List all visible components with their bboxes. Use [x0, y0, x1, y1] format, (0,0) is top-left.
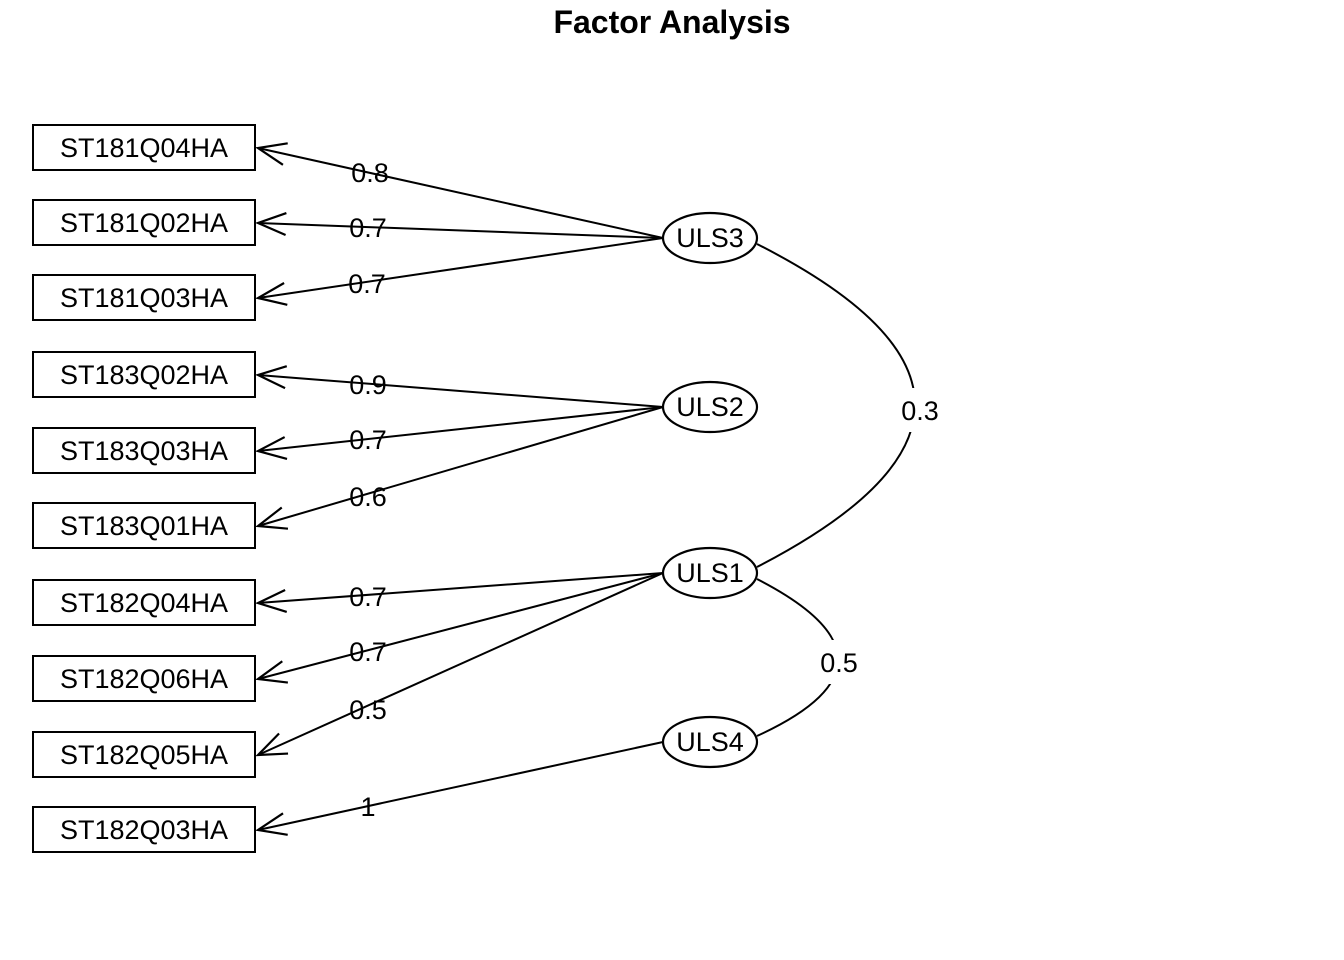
indicator-box — [32, 274, 256, 321]
factor-label: ULS4 — [676, 727, 744, 757]
factor-label: ULS2 — [676, 392, 744, 422]
factor-label: ULS1 — [676, 558, 744, 588]
indicator-label: ST181Q04HA — [60, 133, 228, 163]
indicator-box — [32, 806, 256, 853]
loading-label: 0.8 — [351, 158, 389, 188]
indicator-node: ST182Q06HA — [32, 655, 256, 702]
correlation-label-uls1-uls4: 0.5 — [820, 648, 858, 678]
indicator-label: ST183Q03HA — [60, 436, 228, 466]
loading-label: 1 — [360, 792, 375, 822]
factor-node: ULS1 — [661, 546, 759, 600]
factor-ellipse — [661, 380, 759, 434]
loading-edge-uls3-st181q04ha — [255, 142, 664, 239]
loading-edge-uls1-st182q06ha — [255, 572, 664, 684]
indicator-box — [32, 579, 256, 626]
indicator-box — [32, 199, 256, 246]
factor-ellipses: ULS3 ULS2 ULS1 ULS4 — [661, 211, 759, 769]
factor-ellipse — [661, 546, 759, 600]
factor-ellipse — [661, 715, 759, 769]
indicator-node: ST183Q02HA — [32, 351, 256, 398]
indicator-label: ST181Q03HA — [60, 283, 228, 313]
factor-ellipse — [661, 211, 759, 265]
loading-label: 0.7 — [349, 425, 387, 455]
factor-node: ULS3 — [661, 211, 759, 265]
loading-edge-uls4-st182q03ha — [255, 741, 664, 836]
indicator-label: ST182Q03HA — [60, 815, 228, 845]
indicator-node: ST183Q01HA — [32, 502, 256, 549]
indicator-node: ST181Q03HA — [32, 274, 256, 321]
indicator-box — [32, 502, 256, 549]
loading-edge-uls3-st181q03ha — [255, 237, 664, 306]
loading-edge-uls1-st182q04ha — [254, 572, 664, 613]
loading-label: 0.7 — [349, 637, 387, 667]
indicator-label: ST182Q06HA — [60, 664, 228, 694]
indicator-box — [32, 731, 256, 778]
indicator-label: ST182Q04HA — [60, 588, 228, 618]
loading-label: 0.7 — [349, 582, 387, 612]
indicator-label: ST181Q02HA — [60, 208, 228, 238]
correlation-label-backdrop — [892, 388, 950, 432]
loading-label: 0.9 — [349, 370, 387, 400]
indicator-node: ST181Q04HA — [32, 124, 256, 171]
indicator-label: ST183Q01HA — [60, 511, 228, 541]
loading-edge-uls2-st183q02ha — [255, 365, 664, 408]
indicator-node: ST183Q03HA — [32, 427, 256, 474]
loading-edges — [254, 142, 664, 836]
indicator-node: ST182Q03HA — [32, 806, 256, 853]
correlation-arc-uls3-uls1 — [756, 243, 916, 568]
indicator-box — [32, 351, 256, 398]
indicator-node: ST182Q04HA — [32, 579, 256, 626]
correlation-arcs: 0.3 0.5 — [756, 243, 950, 737]
loading-edge-uls2-st183q03ha — [255, 406, 664, 460]
indicator-box — [32, 655, 256, 702]
factor-label: ULS3 — [676, 223, 744, 253]
loading-label: 0.7 — [349, 213, 387, 243]
indicator-label: ST182Q05HA — [60, 740, 228, 770]
indicator-label: ST183Q02HA — [60, 360, 228, 390]
indicator-node: ST181Q02HA — [32, 199, 256, 246]
correlation-label-backdrop — [810, 640, 868, 684]
correlation-label-uls3-uls1: 0.3 — [901, 396, 939, 426]
loading-edge-uls1-st182q05ha — [255, 572, 664, 757]
diagram-title: Factor Analysis — [553, 4, 790, 40]
factor-node: ULS2 — [661, 380, 759, 434]
loading-labels: 0.8 0.7 0.7 0.9 0.7 0.6 0.7 0.7 0.5 1 — [348, 158, 389, 822]
factor-node: ULS4 — [661, 715, 759, 769]
indicator-box — [32, 124, 256, 171]
loading-label: 0.6 — [349, 482, 387, 512]
indicator-node: ST182Q05HA — [32, 731, 256, 778]
loading-edge-uls3-st181q02ha — [254, 212, 664, 239]
loading-edge-uls2-st183q01ha — [255, 406, 664, 530]
loading-label: 0.5 — [349, 695, 387, 725]
indicator-boxes: ST181Q04HA ST181Q02HA ST181Q03HA ST183Q0… — [32, 124, 256, 853]
loading-label: 0.7 — [348, 269, 386, 299]
indicator-box — [32, 427, 256, 474]
